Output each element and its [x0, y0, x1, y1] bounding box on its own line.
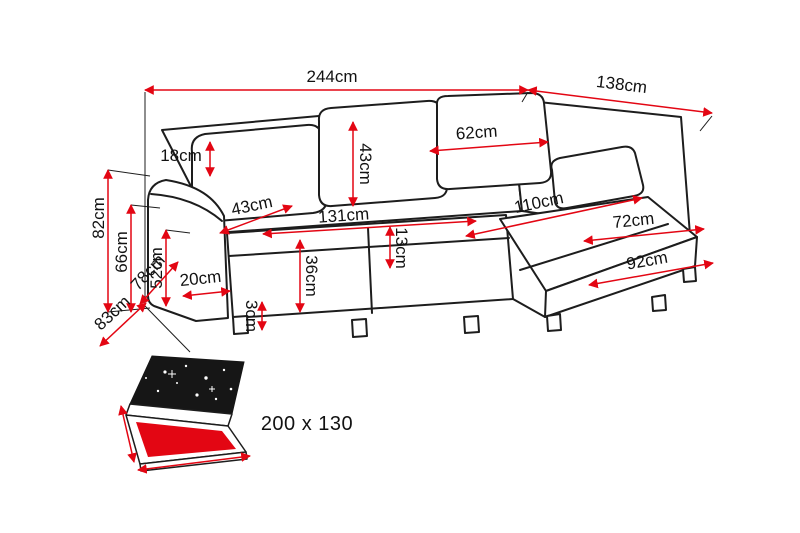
dim-label-chaise-width: 72cm: [612, 209, 655, 232]
extension-height-top: [107, 169, 151, 177]
dim-label-seat-front-height: 36cm: [302, 255, 321, 297]
dim-line-seat-depth: [139, 261, 179, 305]
sofa-leg: [682, 266, 697, 283]
dim-line-chaise-width: [583, 225, 705, 245]
sofa-leg: [546, 313, 562, 332]
chaise-left-edge: [512, 298, 546, 318]
bounding-depth-diagonal: [144, 305, 191, 353]
sofa-leg: [651, 294, 667, 312]
dim-line-seat-width: [262, 216, 477, 239]
back-cushion-middle: [317, 99, 449, 208]
back-cushion-right: [435, 92, 553, 191]
dimension-lines: [99, 85, 714, 347]
dim-label-corner-back-cushion-width: 62cm: [455, 122, 498, 144]
dim-label-back-cushion-top: 18cm: [160, 146, 202, 165]
dim-label-total-width: 244cm: [306, 67, 357, 86]
dim-label-leg-height: 3cm: [242, 300, 261, 332]
dim-label-total-height: 82cm: [89, 197, 108, 239]
bed-dim-line-length: [118, 405, 137, 463]
bed-mattress-red-surface: [136, 422, 236, 457]
armrest-roll-line: [150, 193, 223, 222]
dim-label-armrest-width: 20cm: [179, 267, 222, 290]
dim-label-total-depth: 138cm: [595, 72, 648, 97]
sparkle-icon: [209, 386, 215, 392]
bed-dim-line-width: [137, 452, 251, 474]
dim-label-back-height: 66cm: [112, 231, 131, 273]
sleeping-area-label: 200 x 130: [261, 413, 353, 435]
sofa-bed-icon: 200 x 130: [118, 355, 353, 474]
dim-label-back-cushion-height: 43cm: [356, 143, 375, 185]
dim-line-armrest-width: [182, 287, 231, 300]
dim-label-armrest-height: 52cm: [147, 247, 166, 289]
dimension-labels: 244cm 138cm 82cm 66cm 52cm 18cm 78cm 83c…: [89, 67, 669, 334]
dim-line-corner-back-cushion-width: [429, 137, 549, 156]
sofa-leg: [463, 315, 480, 334]
dim-line-chaise-front-width: [588, 259, 714, 289]
dim-line-body-depth: [99, 302, 147, 347]
sofa-leg: [232, 315, 249, 335]
dim-label-body-depth: 83cm: [91, 292, 134, 334]
seat-division-line: [367, 227, 373, 314]
dim-label-seat-width: 131cm: [318, 204, 370, 227]
dim-line-chaise-length: [465, 195, 643, 239]
sparkle-icon: [168, 370, 176, 378]
stars: [145, 364, 233, 401]
dim-line-seat-cushion-depth: [219, 204, 293, 235]
extension-right: [699, 115, 713, 132]
dim-line-total-depth: [527, 86, 713, 117]
sofa-leg: [351, 318, 368, 338]
dim-label-seat-cushion-thickness: 13cm: [392, 227, 411, 269]
